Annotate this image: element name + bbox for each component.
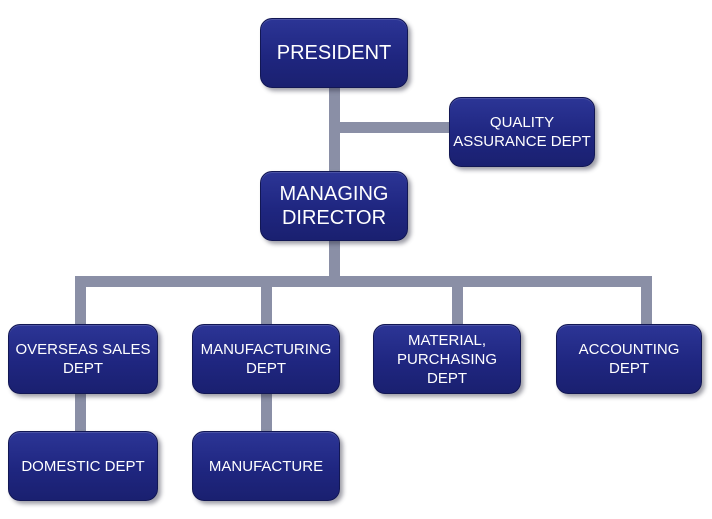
connector-director-down bbox=[329, 240, 340, 280]
connector-to-material-purchasing bbox=[452, 276, 463, 326]
president-box: PRESIDENT bbox=[260, 18, 408, 88]
accounting-box: ACCOUNTING DEPT bbox=[556, 324, 702, 394]
domestic-dept-box: DOMESTIC DEPT bbox=[8, 431, 158, 501]
overseas-sales-box: OVERSEAS SALES DEPT bbox=[8, 324, 158, 394]
connector-to-quality-assurance bbox=[329, 122, 451, 133]
connector-horizontal-bus bbox=[75, 276, 652, 287]
material-purchasing-box: MATERIAL, PURCHASING DEPT bbox=[373, 324, 521, 394]
manufacturing-box: MANUFACTURING DEPT bbox=[192, 324, 340, 394]
connector-to-manufacturing bbox=[261, 276, 272, 326]
connector-overseas-to-domestic bbox=[75, 392, 86, 434]
manufacture-box: MANUFACTURE bbox=[192, 431, 340, 501]
connector-to-overseas-sales bbox=[75, 276, 86, 326]
connector-to-accounting bbox=[641, 276, 652, 326]
quality-assurance-box: QUALITY ASSURANCE DEPT bbox=[449, 97, 595, 167]
managing-director-box: MANAGING DIRECTOR bbox=[260, 171, 408, 241]
connector-manufacturing-to-manufacture bbox=[261, 392, 272, 434]
